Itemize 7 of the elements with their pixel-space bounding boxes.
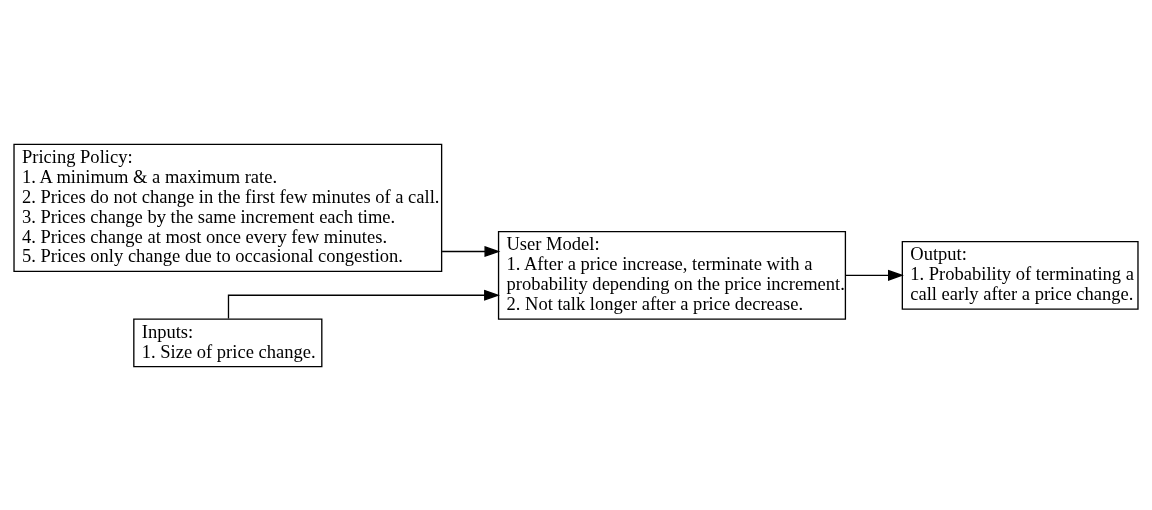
node-box: Pricing Policy: 1. A minimum & a maximum rate. 2. Prices do not change in the first few minutes of a call. 3. Prices change by the same increment each time. 4. Prices change at most once every few minutes. 5. Prices only change due to occasional congestion. [13,143,443,272]
node-box: Inputs: 1. Size of price change. [133,317,323,367]
arrow [441,245,501,257]
node-box: Output: 1. Probability of terminating a call early after a price change. [901,240,1139,310]
arrow [227,289,500,319]
node-box: User Model: 1. After a price increase, terminate with a probability depending on the price increment. 2. Not talk longer after a price decrease. [497,230,847,320]
arrow [844,269,904,281]
